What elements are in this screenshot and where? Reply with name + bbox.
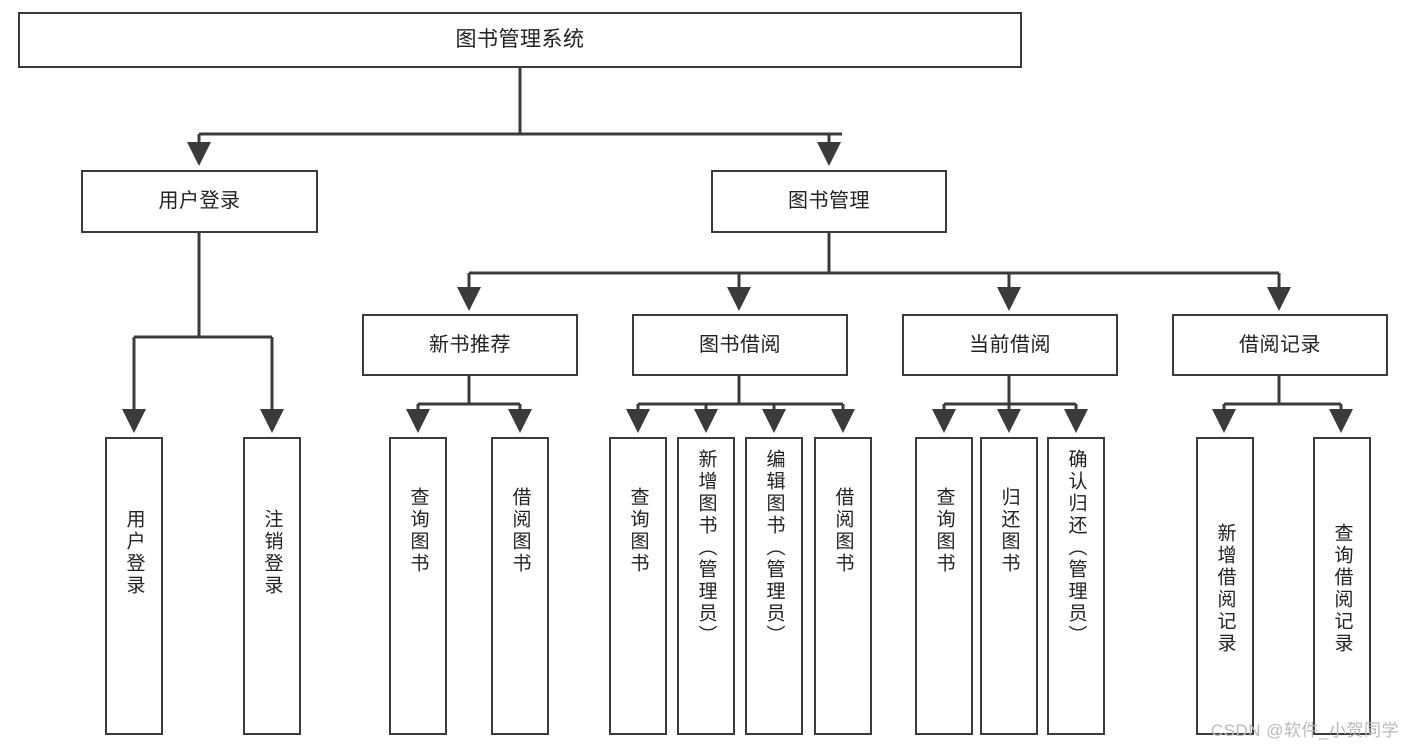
node-label: 查询图书 (407, 487, 429, 575)
node-label: 图书管理系统 (455, 27, 585, 51)
node-root-system[interactable]: 图书管理系统 (18, 12, 1022, 68)
node-book-borrow[interactable]: 图书借阅 (632, 314, 848, 376)
node-label: 图书管理 (788, 190, 870, 212)
node-leaf-query-borrow-record[interactable]: 查询借阅记录 (1313, 437, 1371, 735)
node-leaf-add-book-admin[interactable]: 新增图书（管理员） (677, 437, 735, 735)
node-leaf-query-book-1[interactable]: 查询图书 (389, 437, 447, 735)
node-current-borrow[interactable]: 当前借阅 (902, 314, 1118, 376)
node-leaf-borrow-book-1[interactable]: 借阅图书 (491, 437, 549, 735)
node-leaf-query-book-2[interactable]: 查询图书 (609, 437, 667, 735)
node-label: 注销登录 (261, 509, 283, 597)
node-label: 当前借阅 (969, 333, 1051, 356)
node-label: 查询借阅记录 (1331, 523, 1353, 655)
node-label: 用户登录 (158, 190, 241, 212)
node-label: 编辑图书（管理员） (763, 449, 785, 647)
node-label: 新增借阅记录 (1214, 523, 1236, 655)
node-borrow-record[interactable]: 借阅记录 (1172, 314, 1388, 376)
node-label: 查询图书 (627, 487, 649, 575)
node-leaf-query-book-3[interactable]: 查询图书 (915, 437, 973, 735)
node-leaf-add-borrow-record[interactable]: 新增借阅记录 (1196, 437, 1254, 735)
node-label: 借阅图书 (509, 487, 531, 575)
node-label: 用户登录 (123, 509, 145, 597)
node-leaf-edit-book-admin[interactable]: 编辑图书（管理员） (745, 437, 803, 735)
node-label: 归还图书 (998, 487, 1020, 575)
csdn-watermark: CSDN @软件_小贺同学 (1210, 721, 1399, 740)
node-leaf-logout[interactable]: 注销登录 (243, 437, 301, 735)
node-leaf-user-login[interactable]: 用户登录 (105, 437, 163, 735)
node-new-book-recommend[interactable]: 新书推荐 (362, 314, 578, 376)
node-label: 新书推荐 (429, 333, 511, 356)
node-label: 新增图书（管理员） (695, 449, 717, 647)
node-label: 查询图书 (933, 487, 955, 575)
node-label: 确认归还（管理员） (1065, 449, 1087, 647)
node-book-management[interactable]: 图书管理 (711, 170, 947, 233)
node-label: 图书借阅 (699, 333, 781, 356)
node-label: 借阅图书 (832, 487, 854, 575)
node-leaf-borrow-book-2[interactable]: 借阅图书 (814, 437, 872, 735)
node-leaf-confirm-return-admin[interactable]: 确认归还（管理员） (1047, 437, 1105, 735)
node-user-login[interactable]: 用户登录 (81, 170, 318, 233)
node-leaf-return-book[interactable]: 归还图书 (980, 437, 1038, 735)
node-label: 借阅记录 (1239, 333, 1321, 356)
